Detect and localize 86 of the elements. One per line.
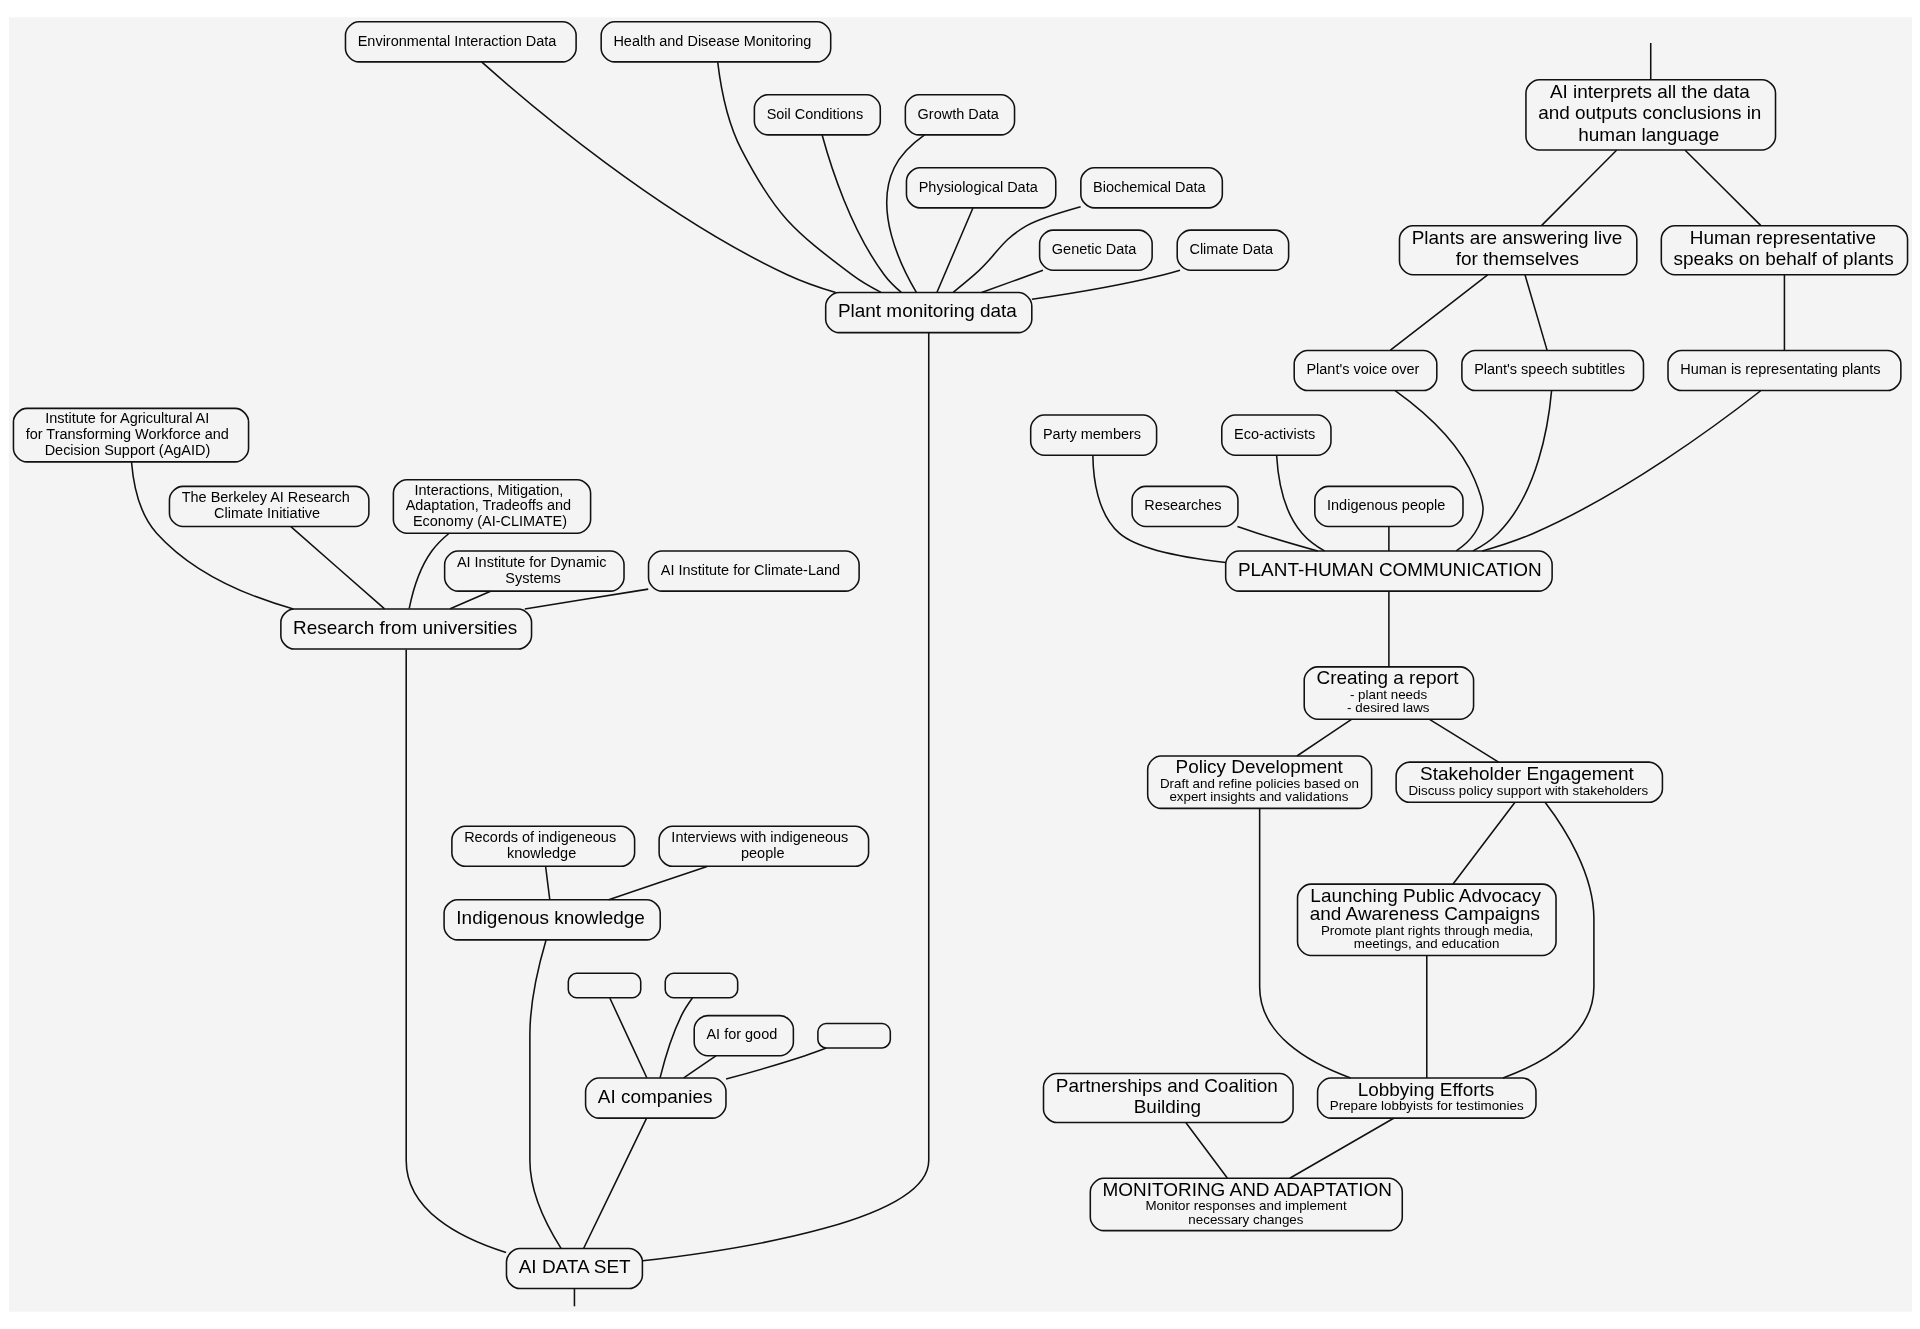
node-box: Plant's speech subtitles <box>1460 349 1644 392</box>
connector <box>1425 954 1428 1079</box>
node-box: AI companies <box>584 1077 727 1119</box>
node-box: MONITORING AND ADAPTATION Monitor responses and implement necessary changes <box>1089 1177 1403 1232</box>
node-box: Physiological Data <box>905 166 1057 209</box>
connector <box>1288 1117 1394 1180</box>
node-box: Growth Data <box>904 94 1015 136</box>
connector <box>1501 801 1595 1079</box>
connector <box>935 207 974 294</box>
connector <box>658 997 693 1079</box>
connector <box>1451 801 1516 885</box>
connector <box>404 648 507 1254</box>
node-box: Indigenous people <box>1313 485 1464 528</box>
connector <box>528 939 562 1250</box>
connector <box>1389 274 1488 351</box>
node-box: Launching Public Advocacy and Awareness Campaigns Promote plant rights through media, meetings, and education <box>1296 883 1557 957</box>
connector <box>608 997 648 1079</box>
node-box: Human is representating plants <box>1666 349 1902 392</box>
connector <box>1258 808 1351 1079</box>
node-box: Climate Data <box>1175 229 1289 271</box>
node-box <box>663 972 738 999</box>
connector <box>1481 389 1761 552</box>
connector <box>682 1055 717 1079</box>
node-box: Records of indigeneous knowledge <box>450 825 635 868</box>
connector <box>641 332 930 1262</box>
connector <box>951 206 1081 294</box>
connector <box>980 269 1044 294</box>
connector <box>1236 525 1318 552</box>
node-box: Genetic Data <box>1038 229 1153 271</box>
connector <box>544 865 551 901</box>
node-box: Health and Disease Monitoring <box>599 21 831 63</box>
node-box: Lobbying Efforts Prepare lobbyists for testimonies <box>1316 1077 1537 1119</box>
connector <box>480 61 836 294</box>
connector <box>1030 269 1181 300</box>
node-box: AI interprets all the data and outputs conclusions in human language <box>1524 78 1776 151</box>
node-box: Soil Conditions <box>753 94 881 136</box>
connector <box>1091 454 1226 564</box>
connector <box>716 61 882 294</box>
node-box: AI DATA SET <box>505 1247 643 1290</box>
connector <box>130 461 294 610</box>
node-box: Partnerships and Coalition Building <box>1042 1072 1294 1124</box>
node-box: Environmental Interaction Data <box>344 21 577 63</box>
node-box: The Berkeley AI Research Climate Initiative <box>168 485 370 528</box>
connector <box>885 134 925 294</box>
connector <box>724 1047 827 1080</box>
node-box: AI for good <box>692 1014 794 1057</box>
node-box: Creating a report - plant needs - desired laws <box>1302 666 1474 721</box>
connector <box>1387 525 1390 552</box>
connector <box>523 588 649 610</box>
node-box: Researches <box>1130 485 1239 528</box>
connector <box>1295 718 1352 757</box>
node-box: Institute for Agricultural AI for Transforming Workforce and Decision Support (AgAID) <box>12 407 249 463</box>
connector <box>1184 1122 1228 1179</box>
connector <box>1540 149 1617 227</box>
connector <box>1275 454 1325 552</box>
connector <box>607 865 708 901</box>
connector <box>582 1117 647 1250</box>
node-box: Plants are answering live for themselves <box>1398 224 1638 276</box>
node-box: Indigenous knowledge <box>442 898 661 941</box>
node-box: Interactions, Mitigation, Adaptation, Tradeoffs and Economy (AI-CLIMATE) <box>392 478 591 534</box>
connector <box>1523 274 1548 351</box>
node-box: Biochemical Data <box>1079 166 1223 209</box>
connector <box>289 525 385 610</box>
node-box: Human representative speaks on behalf of plants <box>1660 224 1908 276</box>
node-box: PLANT-HUMAN COMMUNICATION <box>1224 550 1553 592</box>
connector <box>1471 390 1552 552</box>
node-box: Party members <box>1029 414 1157 456</box>
connector <box>1783 274 1785 351</box>
node-box: AI Institute for Dynamic Systems <box>443 550 625 592</box>
connector <box>1387 590 1390 668</box>
connector <box>1428 718 1499 763</box>
node-box: Research from universities <box>279 608 532 650</box>
node-box: AI Institute for Climate-Land <box>647 550 860 592</box>
connector <box>1649 42 1651 81</box>
node-box <box>567 972 641 999</box>
node-box: Eco-activists <box>1220 414 1332 456</box>
node-box: Interviews with indigeneous people <box>657 825 869 868</box>
node-box <box>816 1022 891 1049</box>
connector <box>1393 389 1484 552</box>
node-box: Stakeholder Engagement Discuss policy support with stakeholders <box>1394 761 1663 804</box>
node-box: Policy Development Draft and refine policies based on expert insights and validations <box>1146 755 1372 810</box>
node-box: Plant's voice over <box>1292 349 1438 392</box>
node-box: Plant monitoring data <box>824 291 1033 334</box>
connector <box>820 134 902 294</box>
connector <box>448 590 491 610</box>
connector <box>1683 149 1761 227</box>
